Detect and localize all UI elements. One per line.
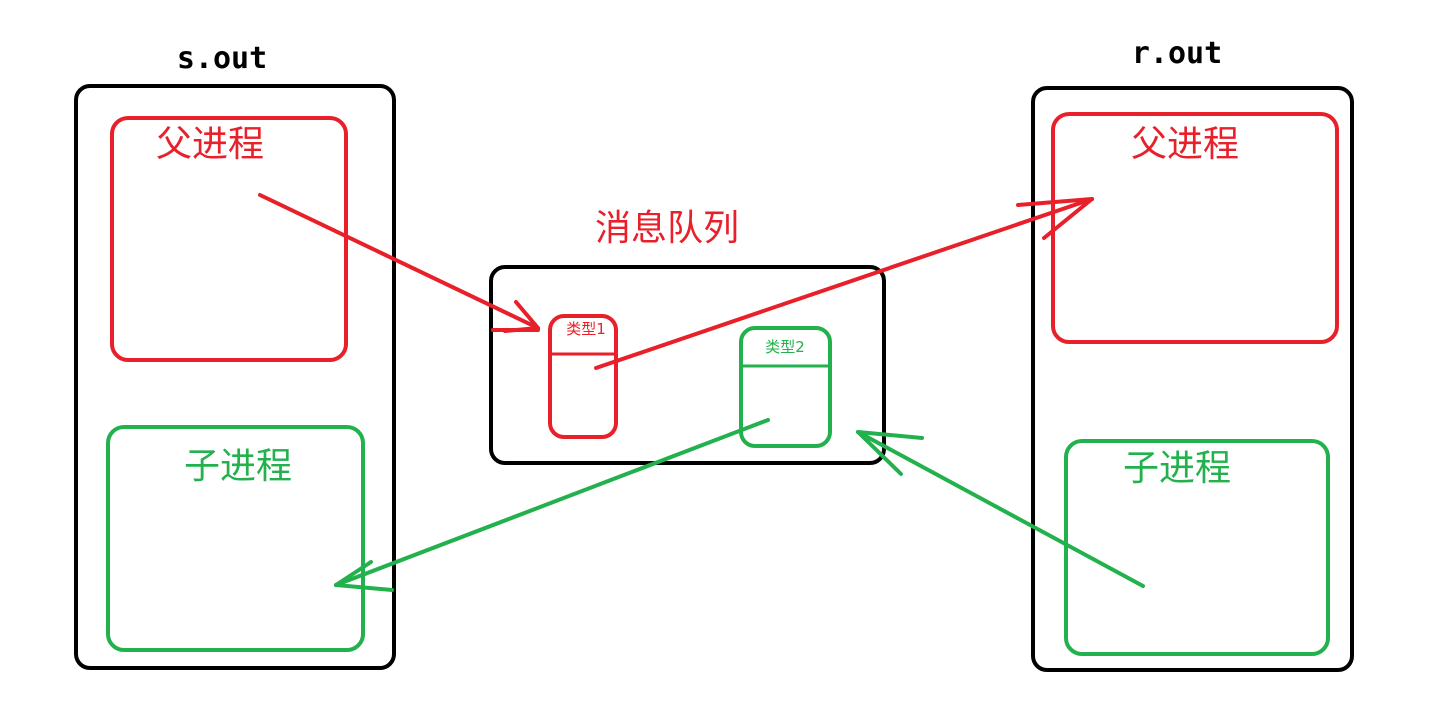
receiver-child-box — [1064, 439, 1330, 656]
sender-parent-label: 父进程 — [156, 124, 264, 165]
queue-box — [489, 265, 886, 465]
sender-child-box — [106, 425, 365, 652]
arrow-receiver-child-to-type2 — [856, 430, 1145, 588]
queue-type2-slot — [739, 326, 832, 448]
queue-type1-label: 类型1 — [566, 320, 606, 338]
receiver-box — [1031, 86, 1354, 672]
arrow-sender-parent-to-type1 — [258, 193, 540, 333]
receiver-parent-label: 父进程 — [1131, 124, 1239, 165]
arrow-type2-to-sender-child — [334, 418, 770, 592]
sender-title: s.out — [177, 41, 267, 76]
queue-title: 消息队列 — [595, 208, 739, 249]
sender-box — [74, 84, 396, 670]
receiver-child-label: 子进程 — [1123, 448, 1231, 489]
queue-type2-label: 类型2 — [765, 338, 805, 356]
receiver-title: r.out — [1132, 36, 1222, 71]
queue-type1-slot — [548, 314, 618, 439]
sender-parent-box — [110, 116, 348, 362]
receiver-parent-box — [1051, 112, 1339, 344]
arrow-type1-to-receiver-parent — [594, 197, 1094, 370]
sender-child-label: 子进程 — [184, 446, 292, 487]
